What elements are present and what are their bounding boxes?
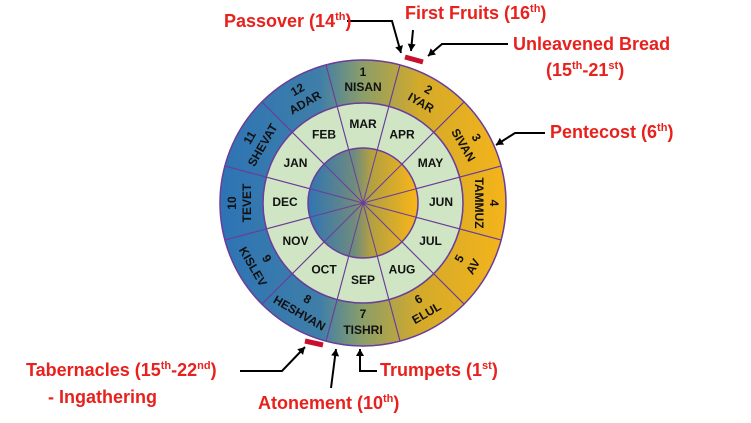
inner-spoke [309, 188, 364, 204]
trumpets-label: Trumpets (1st) [380, 360, 498, 380]
unleavened-bread-dates: (15th-21st) [546, 60, 625, 80]
gregorian-month-label: JUN [429, 195, 453, 209]
gregorian-month-label: OCT [311, 263, 337, 277]
first-fruits-label: First Fruits (16th) [405, 3, 547, 23]
month-number: 12 [288, 80, 307, 99]
first-fruits-callout-arrowhead [407, 43, 416, 51]
inner-spoke [348, 149, 364, 204]
unleavened-bread-callout-arrowhead [428, 48, 436, 56]
inner-spoke [362, 202, 417, 218]
pentecost-label: Pentecost (6th) [550, 122, 674, 142]
gregorian-month-label: APR [389, 128, 415, 142]
inner-spoke [348, 202, 364, 257]
inner-spoke [309, 202, 364, 218]
gregorian-month-label: JAN [283, 156, 307, 170]
atonement-label: Atonement (10th) [258, 393, 400, 413]
hebrew-month-name: TISHRI [343, 323, 382, 337]
inner-spoke [323, 202, 364, 243]
inner-spoke [362, 202, 378, 257]
gregorian-month-label: NOV [282, 234, 308, 248]
hebrew-month-name: NISAN [344, 80, 381, 94]
unleavened-bread-marker [404, 54, 424, 65]
gregorian-month-label: AUG [389, 263, 416, 277]
gregorian-month-label: SEP [351, 273, 375, 287]
gregorian-month-label: FEB [312, 128, 336, 142]
gregorian-month-label: MAR [349, 117, 377, 131]
pentecost-callout [495, 132, 545, 146]
month-number: 4 [487, 200, 501, 207]
hebrew-month-name: TEVET [240, 183, 254, 222]
inner-spoke [323, 163, 364, 204]
inner-spoke [362, 188, 417, 204]
unleavened-bread-label: Unleavened Bread [513, 34, 671, 54]
inner-spoke [362, 149, 378, 204]
gregorian-month-label: DEC [272, 195, 298, 209]
inner-spoke [362, 202, 403, 243]
month-number: 7 [360, 307, 367, 321]
gregorian-month-label: JUL [419, 234, 442, 248]
trumpets-callout [359, 349, 377, 372]
tabernacles-callout [240, 346, 306, 372]
pentecost-callout-arrowhead [496, 137, 505, 145]
inner-spoke [362, 163, 403, 204]
month-number: 1 [360, 65, 367, 79]
trumpets-callout-arrowhead [356, 349, 364, 356]
passover-callout [347, 20, 402, 54]
unleavened-bread-callout [427, 43, 508, 57]
atonement-callout-arrowhead [331, 349, 340, 357]
passover-callout-arrowhead [395, 45, 403, 53]
ingathering-label: - Ingathering [48, 387, 157, 407]
hebrew-month-name: AV [463, 256, 483, 277]
month-number: 10 [225, 196, 239, 210]
hebrew-month-name: TAMMUZ [472, 177, 486, 228]
tabernacles-callout-arrowhead [297, 347, 305, 355]
gregorian-month-label: MAY [418, 156, 444, 170]
tabernacles-label: Tabernacles (15th-22nd) [26, 360, 217, 380]
tabernacles-marker [304, 338, 324, 348]
passover-label: Passover (14th) [224, 11, 352, 31]
